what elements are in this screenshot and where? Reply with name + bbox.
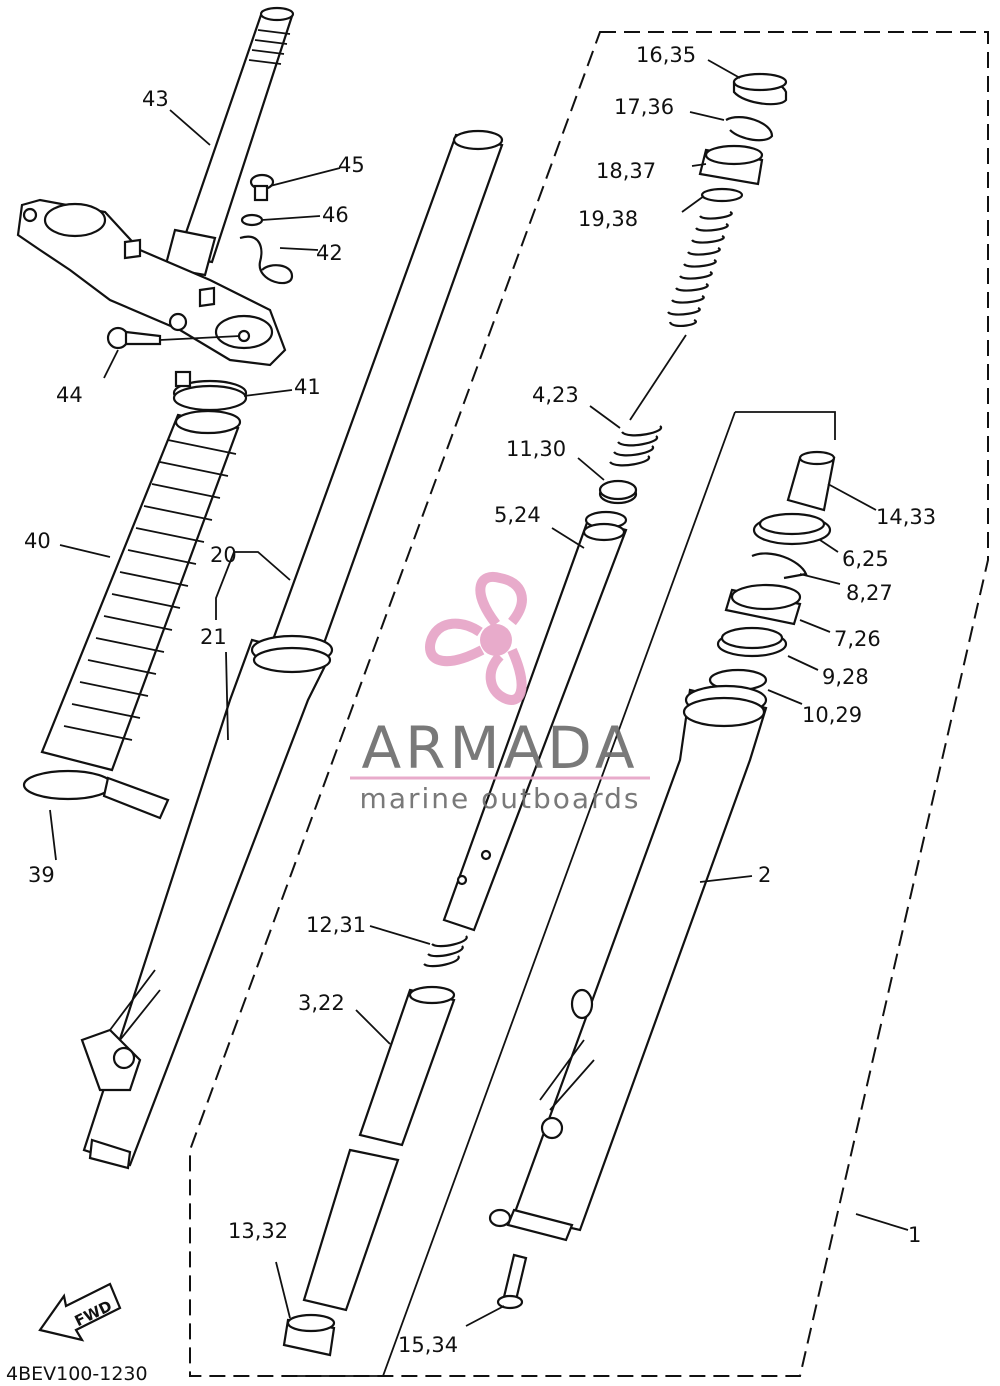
slide-metal-13 — [282, 1148, 400, 1357]
oil-lock-piece-3 — [358, 985, 456, 1147]
clip-42 — [239, 235, 294, 285]
callout-45: 45 — [338, 153, 365, 177]
callout-14-33: 14,33 — [876, 505, 936, 529]
diagram-code: 4BEV100-1230 — [6, 1363, 148, 1385]
damper-rod-5 — [442, 510, 628, 932]
fwd-arrow: FWD — [38, 1282, 122, 1342]
steering-stem — [163, 6, 295, 277]
washer-19 — [700, 187, 744, 203]
bolt-44 — [106, 326, 241, 350]
clamp-41 — [172, 370, 248, 412]
callout-44: 44 — [56, 383, 83, 407]
callout-39: 39 — [28, 863, 55, 887]
callout-6-25: 6,25 — [842, 547, 889, 571]
callout-20: 20 — [210, 543, 237, 567]
callout-41: 41 — [294, 375, 321, 399]
watermark: ARMADA marine outboards — [350, 571, 650, 815]
callout-10-29: 10,29 — [802, 703, 862, 727]
callout-13-32: 13,32 — [228, 1219, 288, 1243]
bolt-15 — [496, 1253, 528, 1310]
callout-21: 21 — [200, 625, 227, 649]
cap-bolt-16 — [732, 72, 788, 106]
bushing-14 — [786, 450, 836, 512]
callout-5-24: 5,24 — [494, 503, 541, 527]
callout-1: 1 — [908, 1223, 921, 1247]
assembly-outline — [189, 31, 989, 1377]
callout-11-30: 11,30 — [506, 437, 566, 461]
callout-19-38: 19,38 — [578, 207, 638, 231]
callout-16-35: 16,35 — [636, 43, 696, 67]
propeller-logo — [425, 571, 527, 705]
callout-3-22: 3,22 — [298, 991, 345, 1015]
outer-tube-2 — [488, 684, 768, 1242]
callout-17-36: 17,36 — [614, 95, 674, 119]
callout-40: 40 — [24, 529, 51, 553]
leader-lines — [49, 59, 909, 1327]
callout-2: 2 — [758, 863, 771, 887]
rebound-spring-4 — [609, 425, 663, 467]
callout-4-23: 4,23 — [532, 383, 579, 407]
callout-7-26: 7,26 — [834, 627, 881, 651]
washer-46 — [240, 213, 264, 227]
oil-seal-6 — [752, 512, 832, 546]
fork-spring-main — [629, 210, 733, 421]
rebound-spring-12 — [423, 935, 468, 968]
spacer-18 — [698, 144, 764, 186]
outer-tube-bracket — [296, 411, 836, 1377]
callout-43: 43 — [142, 87, 169, 111]
screw-45 — [249, 173, 275, 202]
clip-8 — [751, 552, 808, 580]
callout-18-37: 18,37 — [596, 159, 656, 183]
watermark-brand: ARMADA — [361, 714, 638, 782]
fork-boot — [40, 409, 242, 772]
circlip-17 — [725, 116, 774, 142]
seal-9 — [716, 626, 788, 658]
callout-46: 46 — [322, 203, 349, 227]
band-39 — [22, 769, 170, 820]
outer-tube-21 — [80, 634, 334, 1170]
callout-15-34: 15,34 — [398, 1333, 458, 1357]
callout-42: 42 — [316, 241, 343, 265]
callout-9-28: 9,28 — [822, 665, 869, 689]
callout-12-31: 12,31 — [306, 913, 366, 937]
callout-8-27: 8,27 — [846, 581, 893, 605]
watermark-tagline: marine outboards — [360, 782, 641, 815]
washer-7 — [724, 583, 802, 626]
ring-11 — [598, 479, 638, 505]
